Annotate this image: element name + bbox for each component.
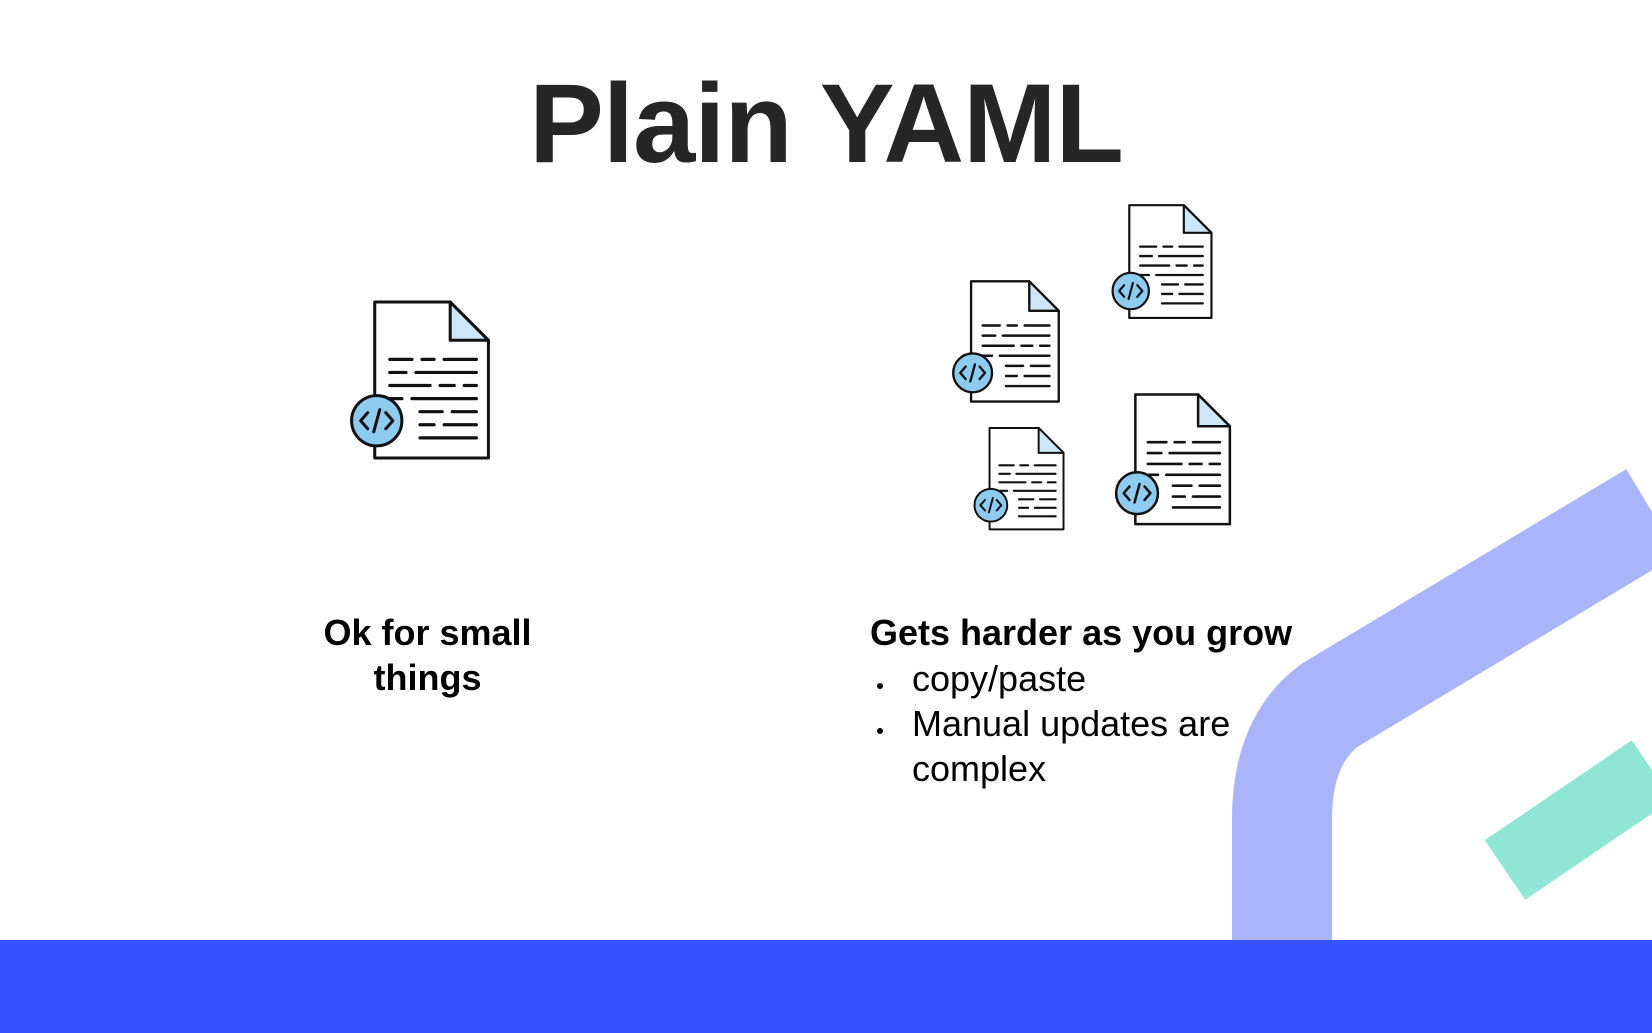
code-document-icon bbox=[970, 426, 1068, 534]
right-caption: Gets harder as you grow bbox=[870, 612, 1293, 653]
footer-bar bbox=[0, 940, 1652, 1033]
bullet-list: copy/paste Manual updates are complex bbox=[874, 656, 1314, 791]
left-caption: Ok for small things bbox=[280, 610, 575, 700]
code-document-icon bbox=[1108, 203, 1216, 323]
left-caption-line: things bbox=[373, 657, 482, 698]
bullet-item: copy/paste bbox=[874, 656, 1314, 701]
code-document-icon bbox=[948, 279, 1064, 407]
left-caption-line: Ok for small bbox=[323, 612, 532, 653]
slide-title: Plain YAML bbox=[529, 61, 1124, 186]
code-document-icon bbox=[1111, 392, 1235, 530]
code-document-icon bbox=[345, 299, 495, 465]
bullet-item: Manual updates are complex bbox=[874, 701, 1314, 791]
